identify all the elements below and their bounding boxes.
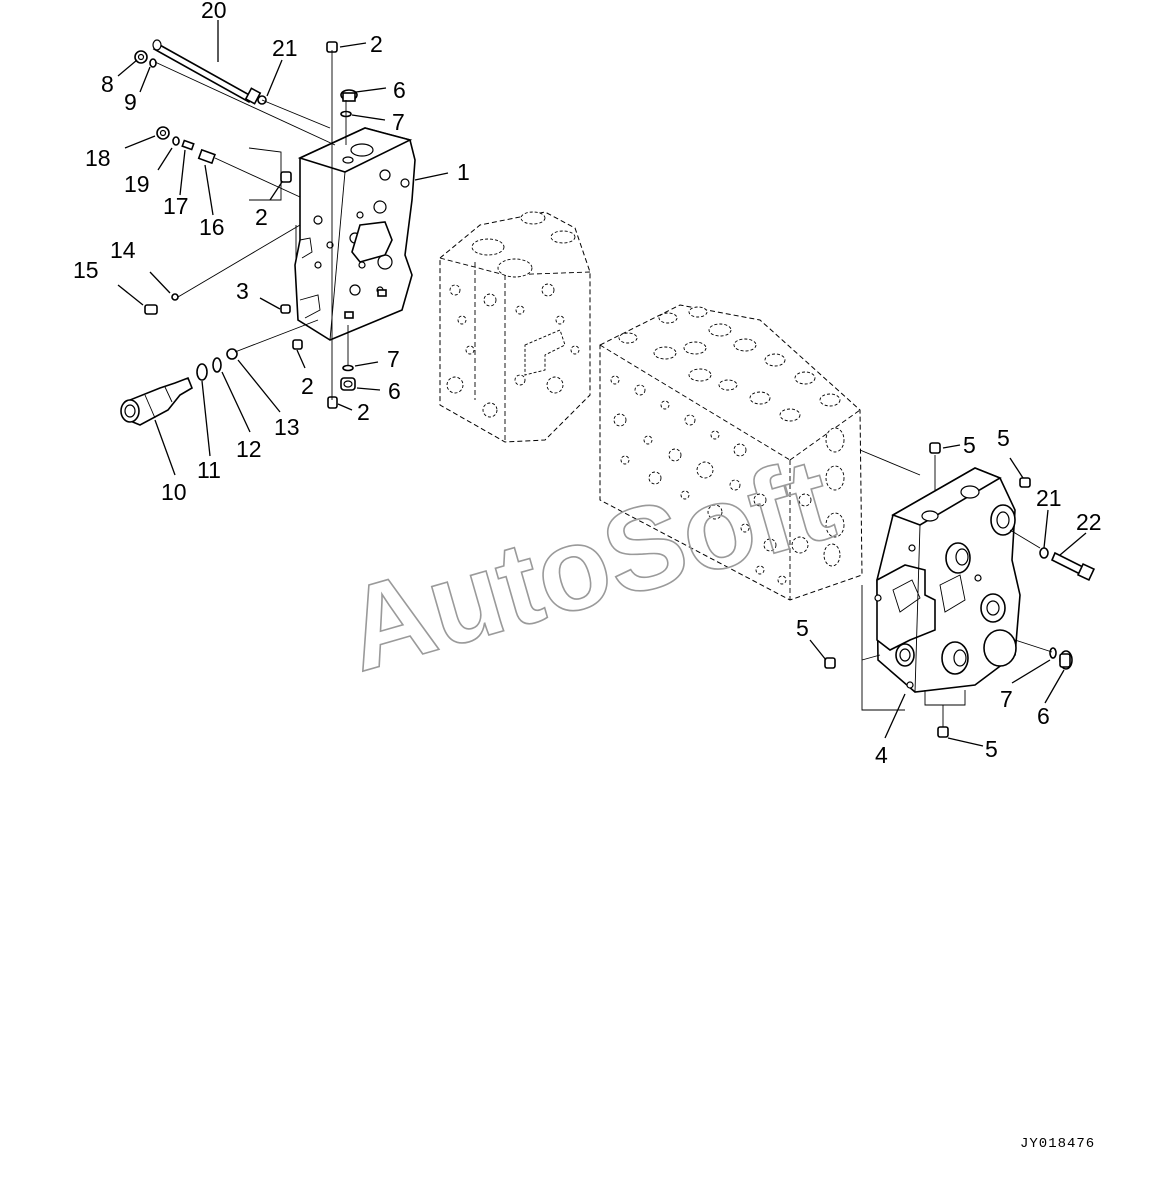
end-cover-part-4 <box>874 467 1021 693</box>
valve-section-body-part-1 <box>294 127 416 341</box>
callout-21-right: 21 <box>1036 485 1062 511</box>
watermark: AutoSoft <box>331 433 846 697</box>
relief-valve-part-10 <box>120 376 193 426</box>
plug-part-5-upper-right <box>1019 477 1031 488</box>
callout-21-left: 21 <box>272 35 298 61</box>
callout-6-top: 6 <box>393 77 406 103</box>
screw-part-17 <box>181 139 195 151</box>
callout-18: 18 <box>85 145 111 171</box>
callout-5-upper-right: 5 <box>997 425 1010 451</box>
tie-rod-part-20 <box>152 39 262 105</box>
callout-7-top: 7 <box>392 109 405 135</box>
callout-5-top: 5 <box>963 432 976 458</box>
ghost-valve-block-large <box>599 304 863 601</box>
callout-1: 1 <box>457 159 470 185</box>
callout-15: 15 <box>73 257 99 283</box>
callout-11: 11 <box>197 457 221 483</box>
callout-2-side: 2 <box>255 204 268 230</box>
plug-part-5-left <box>824 657 836 669</box>
callout-8: 8 <box>101 71 114 97</box>
plug-part-6-bottom <box>340 377 356 391</box>
callout-2-mid: 2 <box>301 373 314 399</box>
callout-19: 19 <box>124 171 150 197</box>
assembly-lines <box>154 50 1053 727</box>
callout-20-top: 20 <box>201 0 227 23</box>
callout-6-right: 6 <box>1037 703 1050 729</box>
callout-17: 17 <box>163 193 189 219</box>
nut-part-8 <box>134 50 148 64</box>
callout-leaders <box>117 20 1087 747</box>
screw-part-15 <box>144 304 158 315</box>
bolt-part-22 <box>1050 551 1096 582</box>
washer-part-21-right <box>1039 547 1049 559</box>
callout-14: 14 <box>110 237 136 263</box>
oring-part-11 <box>196 363 208 381</box>
washer-part-9 <box>149 58 157 68</box>
callout-22: 22 <box>1076 509 1102 535</box>
plug-part-6-top <box>340 89 358 102</box>
callout-16: 16 <box>199 214 225 240</box>
callout-13: 13 <box>274 414 300 440</box>
callout-10: 10 <box>161 479 187 505</box>
callout-9: 9 <box>124 89 137 115</box>
callout-2-bottom: 2 <box>357 399 370 425</box>
plug-part-5-top <box>929 442 941 454</box>
plug-part-6-right <box>1059 650 1073 670</box>
callout-7-right: 7 <box>1000 686 1013 712</box>
ghost-valve-section-small <box>439 211 591 443</box>
oring-part-12 <box>212 357 222 373</box>
plug-part-2-lower <box>292 339 303 350</box>
callout-4: 4 <box>875 742 888 768</box>
callout-3: 3 <box>236 278 249 304</box>
drawing-id: JY018476 <box>1020 1136 1095 1152</box>
callout-5-bottom: 5 <box>985 736 998 762</box>
callout-7-bottom: 7 <box>387 346 400 372</box>
nut-part-18 <box>156 126 170 140</box>
fitting-part-16 <box>197 148 216 165</box>
callout-2-top: 2 <box>370 31 383 57</box>
oring-part-7-bottom <box>342 364 354 372</box>
oring-part-13 <box>226 348 238 360</box>
plug-part-2-bottom <box>327 396 338 409</box>
washer-part-14 <box>171 293 179 301</box>
callout-12: 12 <box>236 436 262 462</box>
plug-part-3 <box>280 304 291 314</box>
plug-part-2-side <box>280 171 292 183</box>
oring-part-7-right <box>1049 647 1057 659</box>
plug-part-5-bottom <box>937 726 949 738</box>
washer-part-19 <box>172 136 180 146</box>
callout-6-bottom: 6 <box>388 378 401 404</box>
callout-5-left: 5 <box>796 615 809 641</box>
callout-numbers: 20 21 2 8 9 6 7 1 18 19 17 16 2 14 15 3 … <box>73 0 1102 768</box>
